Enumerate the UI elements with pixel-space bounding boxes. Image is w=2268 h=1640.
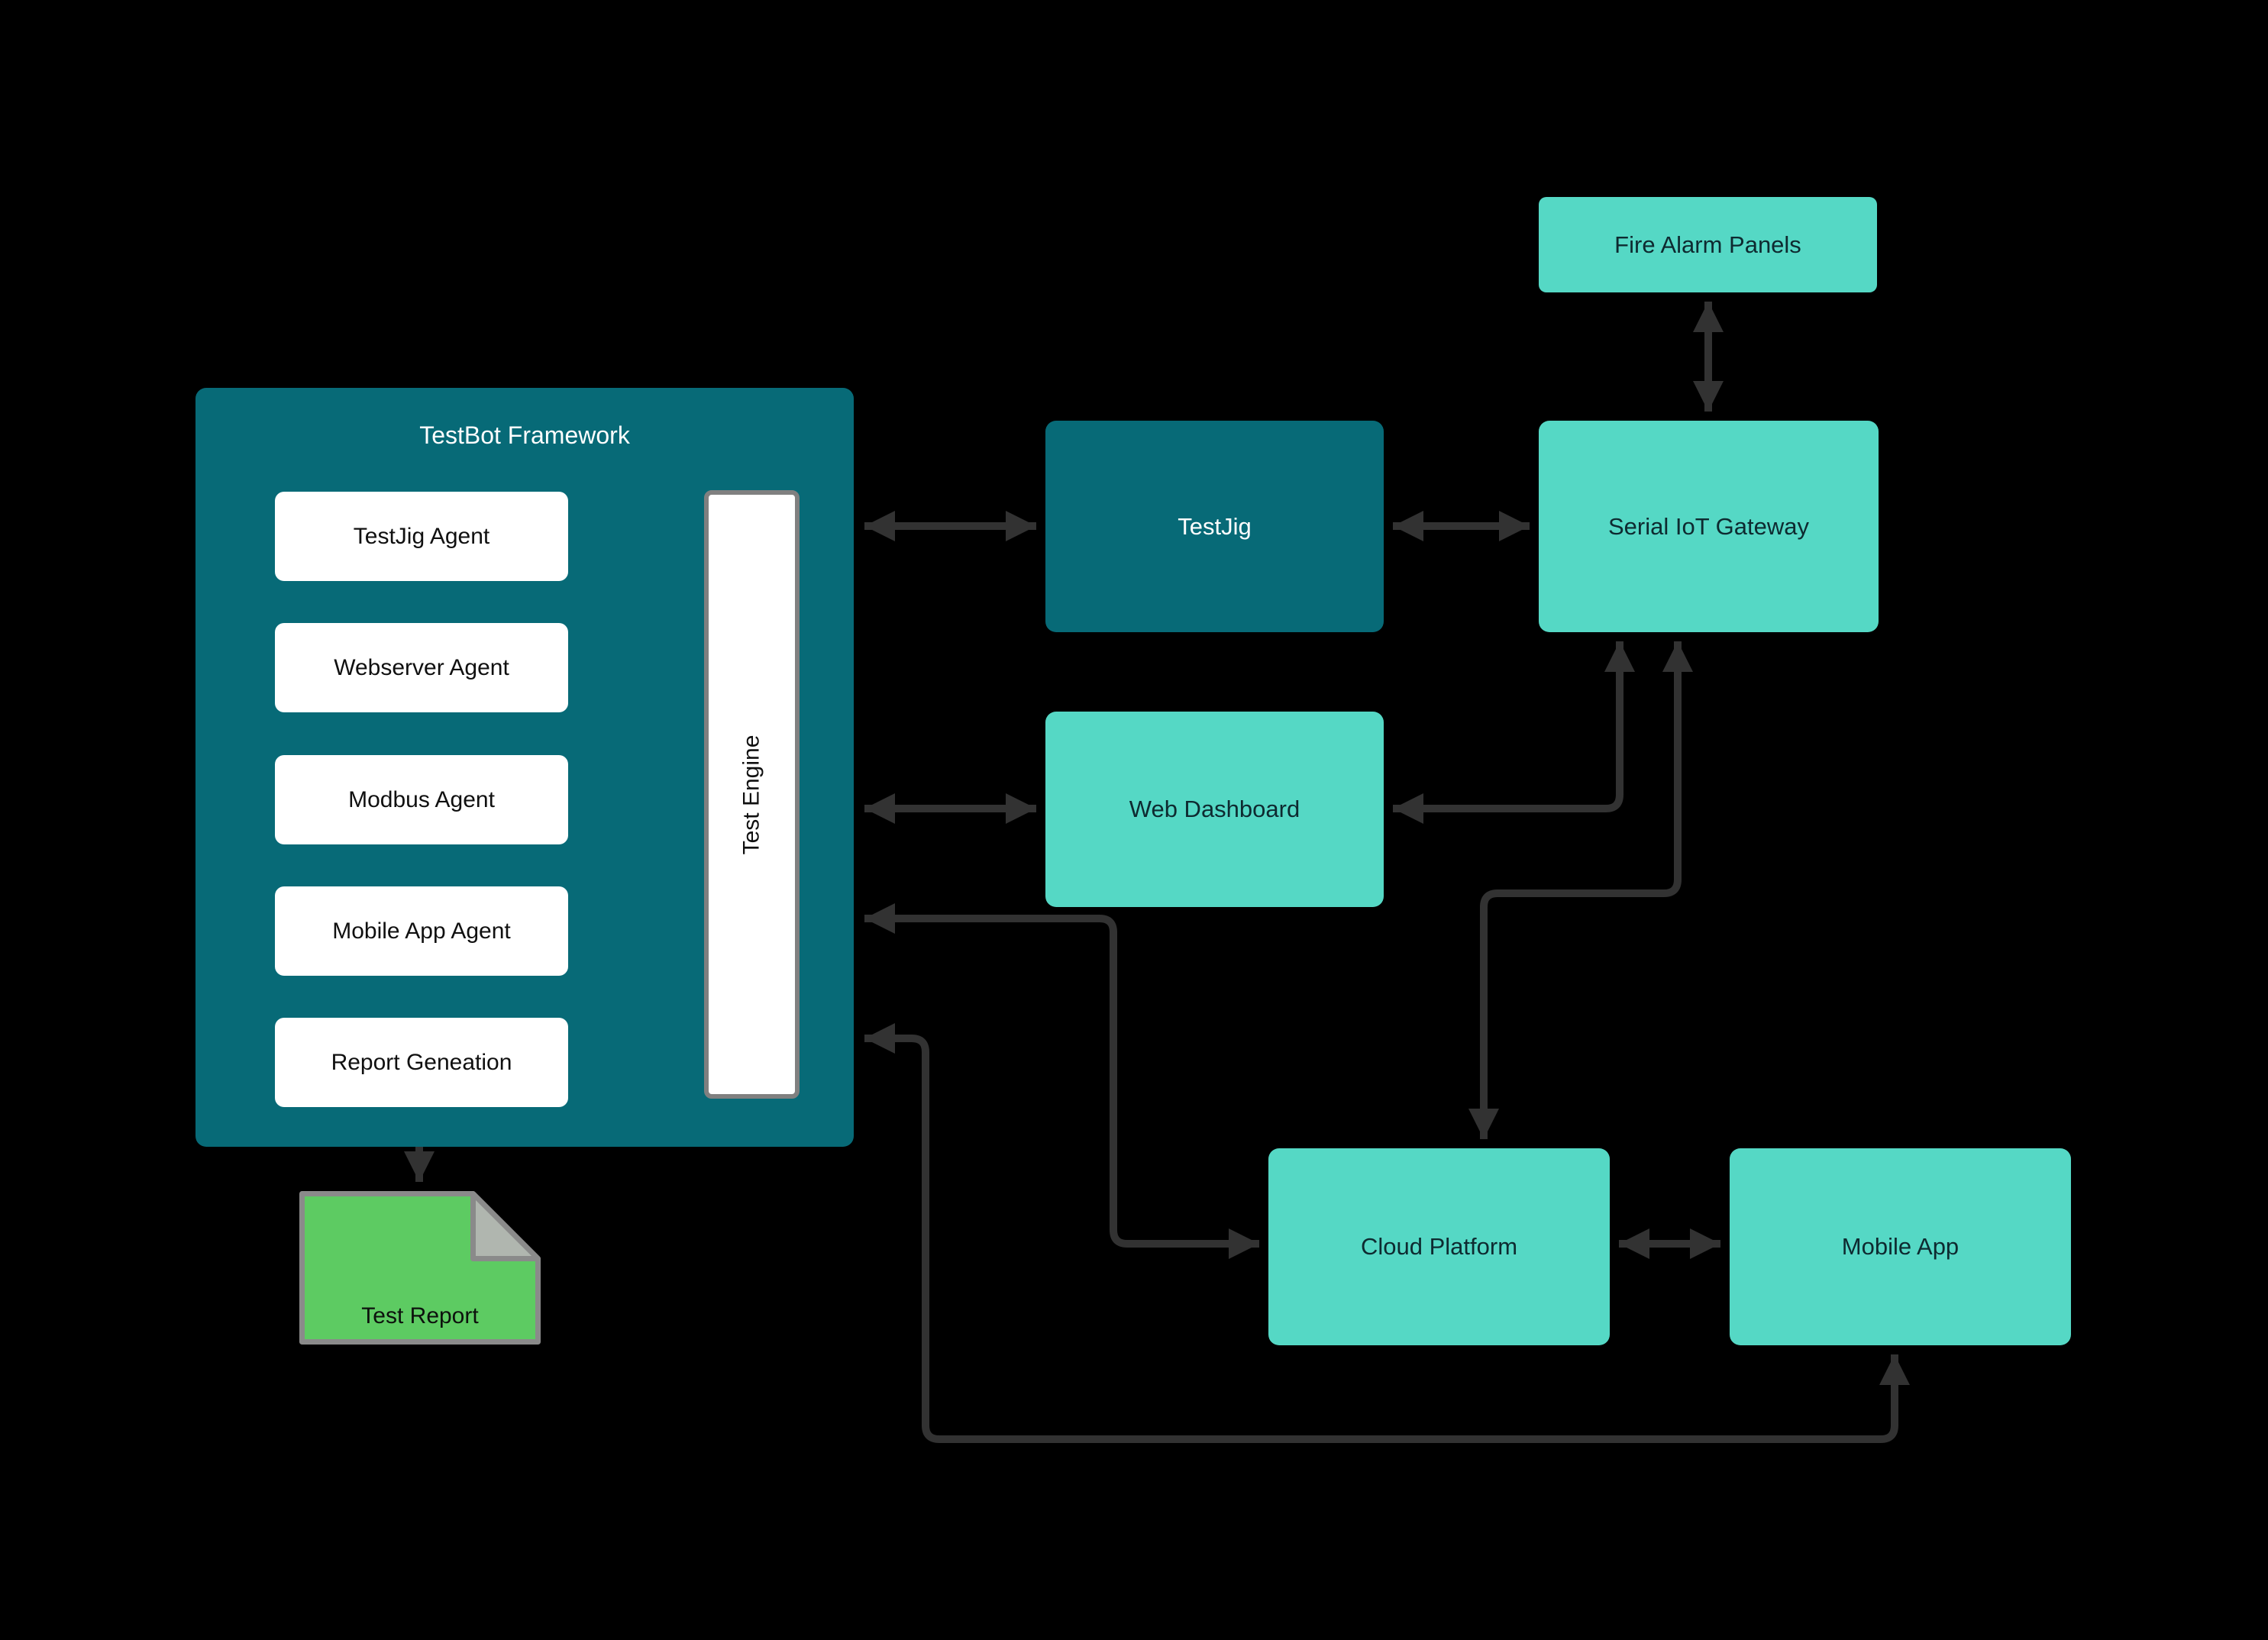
node-test-report: Test Report xyxy=(299,1191,541,1345)
connector-gateway-cloud-platform xyxy=(1468,641,1693,1139)
node-web-dashboard: Web Dashboard xyxy=(1045,712,1384,907)
node-mobile-app-agent: Mobile App Agent xyxy=(275,886,568,976)
testjig-label: TestJig xyxy=(1178,512,1252,540)
framework-title: TestBot Framework xyxy=(419,421,630,449)
webserver-agent-label: Webserver Agent xyxy=(334,654,509,680)
test-report-label: Test Report xyxy=(361,1303,479,1328)
connector-engine-mobile-app xyxy=(864,1023,1910,1443)
connector-web-dashboard-gateway xyxy=(1393,641,1635,824)
fire-alarm-panels-label: Fire Alarm Panels xyxy=(1614,231,1801,258)
cloud-platform-label: Cloud Platform xyxy=(1360,1233,1518,1260)
web-dashboard-label: Web Dashboard xyxy=(1129,796,1300,822)
serial-iot-gateway-label: Serial IoT Gateway xyxy=(1607,512,1810,540)
test-engine-label: Test Engine xyxy=(738,734,764,854)
node-serial-iot-gateway: Serial IoT Gateway xyxy=(1539,421,1879,632)
node-cloud-platform: Cloud Platform xyxy=(1268,1148,1610,1345)
modbus-agent-label: Modbus Agent xyxy=(348,786,495,812)
node-testjig-agent: TestJig Agent xyxy=(275,492,568,581)
node-webserver-agent: Webserver Agent xyxy=(275,623,568,712)
mobile-app-agent-label: Mobile App Agent xyxy=(332,918,511,944)
node-report-generation: Report Geneation xyxy=(275,1018,568,1107)
testbot-framework-group: TestBot Framework TestJig Agent Webserve… xyxy=(195,388,854,1147)
node-testjig: TestJig xyxy=(1045,421,1384,632)
mobile-app-label: Mobile App xyxy=(1841,1233,1959,1260)
testjig-agent-label: TestJig Agent xyxy=(353,523,490,549)
node-fire-alarm-panels: Fire Alarm Panels xyxy=(1539,197,1877,292)
node-modbus-agent: Modbus Agent xyxy=(275,755,568,844)
node-mobile-app: Mobile App xyxy=(1730,1148,2071,1345)
report-generation-label: Report Geneation xyxy=(331,1049,512,1075)
document-icon xyxy=(299,1191,541,1345)
node-test-engine: Test Engine xyxy=(704,490,800,1099)
